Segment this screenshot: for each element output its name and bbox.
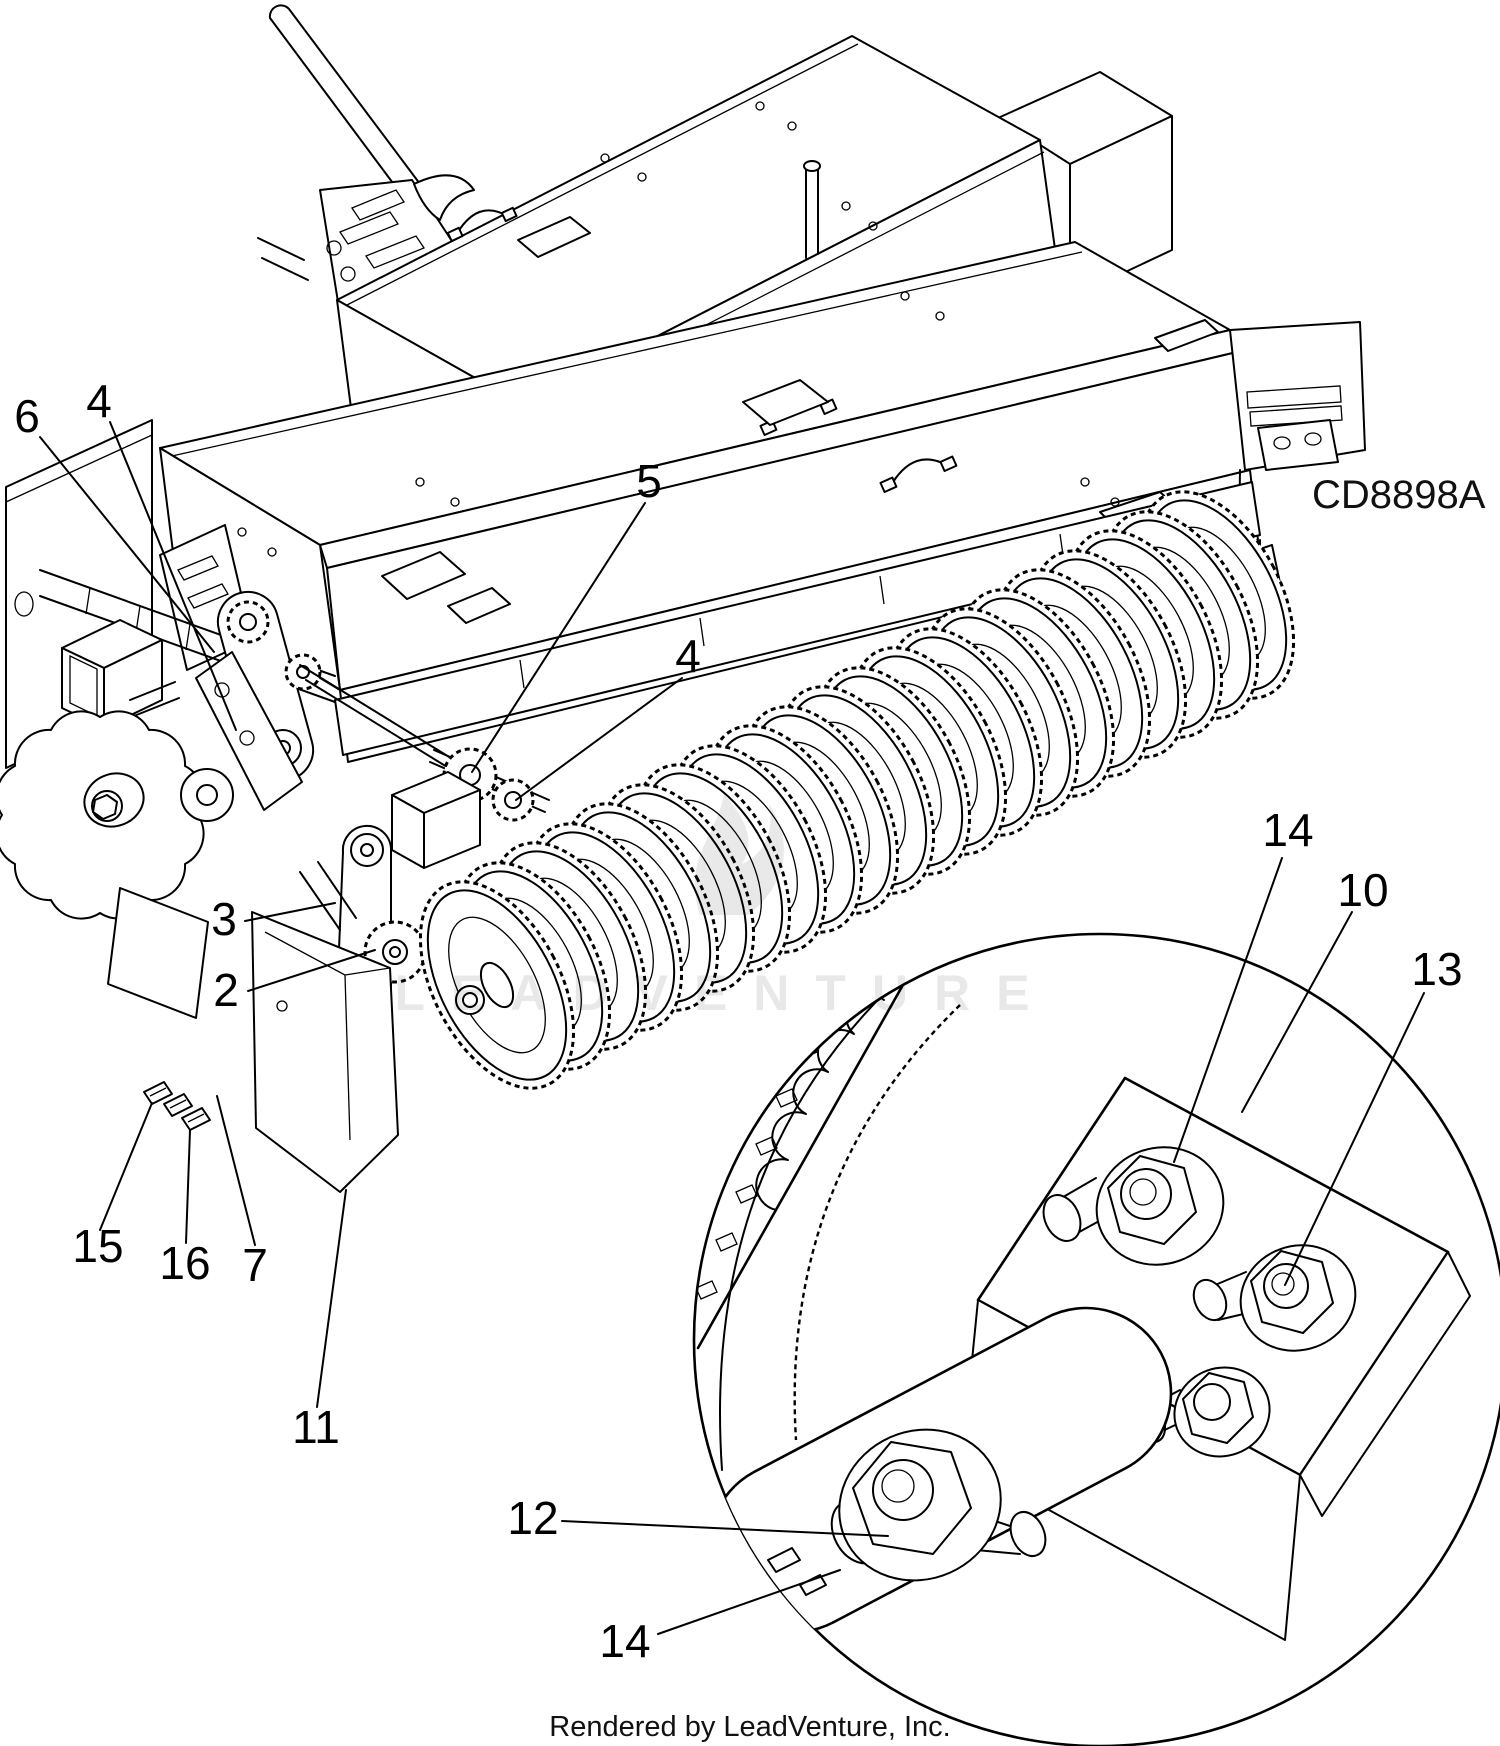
leader-lines [39, 421, 1425, 1635]
watermark-text: LEADVENTURE [394, 965, 1055, 1021]
callout-2: 2 [213, 964, 239, 1016]
hitch-tube [61, 237, 309, 729]
coulter-disc [0, 710, 205, 920]
callouts: 6 4 5 4 3 2 15 16 7 11 12 14 14 10 13 [14, 375, 1462, 1667]
callout-16: 16 [159, 1237, 210, 1289]
callout-12: 12 [507, 1492, 558, 1544]
callout-10: 10 [1337, 864, 1388, 916]
roller [387, 465, 1327, 1115]
seeder-machine [0, 4, 1366, 1193]
frame-rail [334, 481, 1261, 756]
callout-14-right: 14 [1262, 804, 1313, 856]
flange-bolt-side [1133, 1366, 1271, 1458]
callout-7: 7 [242, 1239, 268, 1291]
callout-11: 11 [292, 1401, 340, 1453]
left-frame [0, 237, 336, 920]
callout-6: 6 [14, 390, 40, 442]
callout-3: 3 [211, 893, 237, 945]
clips [143, 1081, 211, 1131]
footer-credit: Rendered by LeadVenture, Inc. [549, 1711, 950, 1743]
callout-4-mid: 4 [675, 630, 701, 682]
callout-4-top: 4 [86, 375, 112, 427]
rivets-rear [600, 101, 878, 231]
callout-14-bottom: 14 [599, 1615, 650, 1667]
decal-plate [107, 887, 209, 1019]
flange-bolt-lower [1192, 1244, 1357, 1352]
drawing-code: CD8898A [1312, 473, 1486, 517]
callout-13: 13 [1411, 943, 1462, 995]
leadventure-flame-icon [694, 794, 784, 915]
watermark: LEADVENTURE [394, 794, 1055, 1021]
flange-bolt-upper [1042, 1146, 1225, 1266]
callout-5: 5 [636, 455, 662, 507]
rivets-front [237, 291, 1120, 557]
deflector-chute [251, 861, 399, 1193]
callout-15: 15 [72, 1220, 123, 1272]
